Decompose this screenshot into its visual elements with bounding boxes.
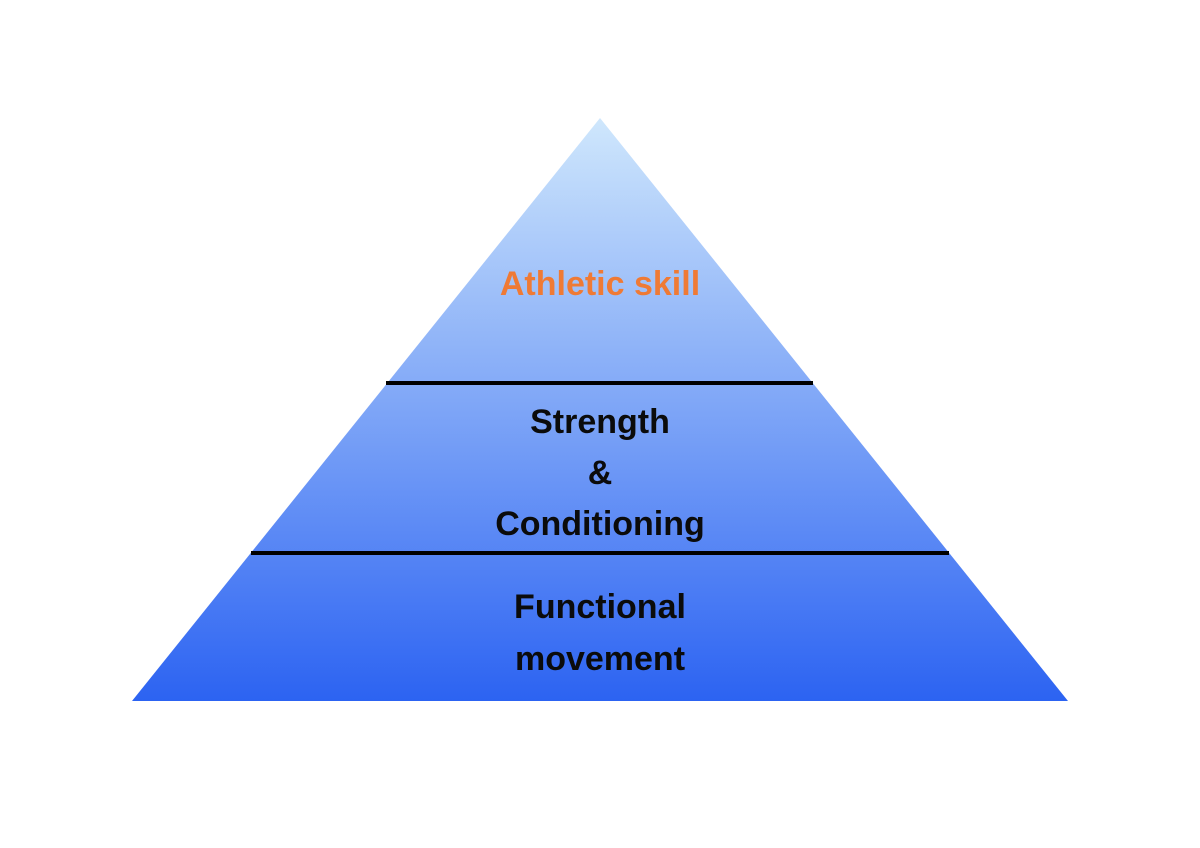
- tier-middle-label: Strength & Conditioning: [495, 403, 705, 543]
- tier-middle-line-3: Conditioning: [495, 505, 705, 543]
- tier-top-line-1: Athletic skill: [500, 265, 700, 303]
- tier-middle-line-2: &: [588, 454, 613, 492]
- tier-bottom-line-2: movement: [515, 640, 685, 678]
- pyramid-shape: [132, 118, 1068, 701]
- tier-bottom-label: Functional movement: [514, 588, 686, 678]
- tier-bottom-line-1: Functional: [514, 588, 686, 626]
- tier-top-label: Athletic skill: [500, 265, 700, 303]
- tier-middle-line-1: Strength: [530, 403, 670, 441]
